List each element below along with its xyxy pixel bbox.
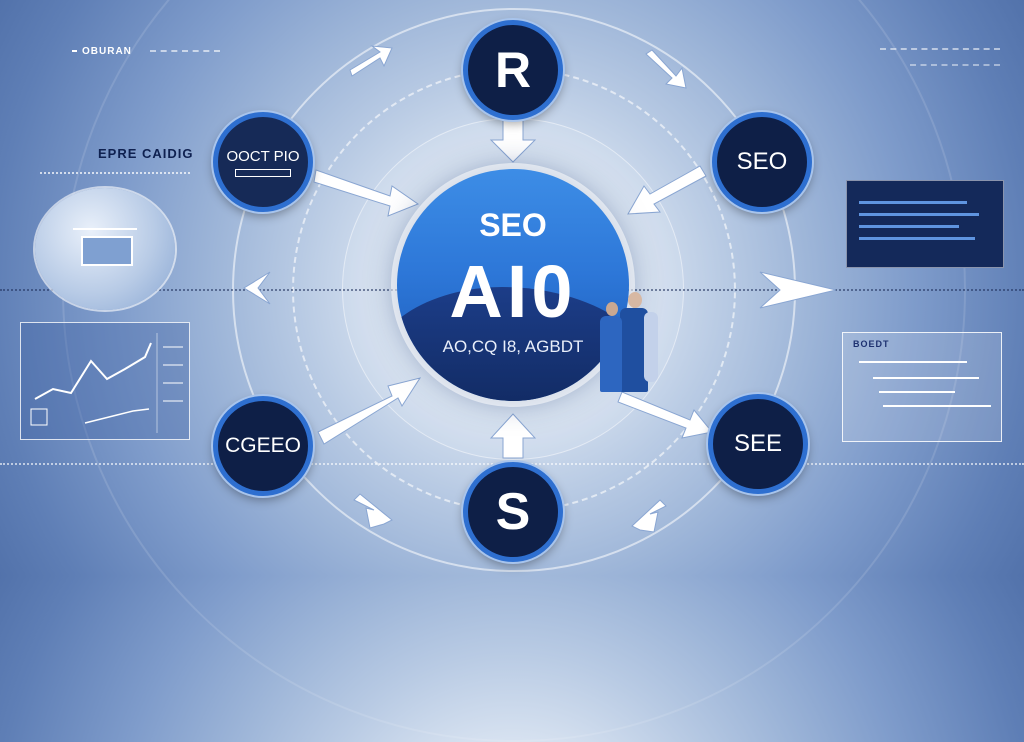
node-upper-left[interactable]: OOCT PIO bbox=[213, 112, 313, 212]
right-dark-panel bbox=[846, 180, 1004, 268]
node-lower-right[interactable]: SEE bbox=[708, 394, 808, 494]
arrow-left-mid bbox=[243, 271, 271, 305]
arrow-top-left-ring bbox=[349, 45, 393, 77]
right-light-panel-line4 bbox=[883, 405, 991, 407]
node-upper-left-underline bbox=[234, 168, 291, 177]
flow-arrows bbox=[243, 45, 837, 533]
right-light-panel-line2 bbox=[873, 377, 979, 379]
left-label-dots bbox=[40, 172, 190, 174]
top-right-dashes-2 bbox=[910, 64, 1000, 66]
center-disc[interactable]: SEO AI0 AO,CQ I8, AGBDT bbox=[397, 169, 629, 401]
node-upper-left-label: OOCT PIO bbox=[226, 147, 300, 165]
person-head-2 bbox=[606, 302, 618, 316]
right-dark-panel-bar4 bbox=[859, 237, 975, 240]
arrow-bottom-up bbox=[489, 413, 537, 459]
top-right-dashes-1 bbox=[880, 48, 1000, 50]
arrow-right-mid bbox=[759, 271, 837, 309]
person-head-1 bbox=[628, 292, 642, 308]
right-light-panel: BOEDT bbox=[842, 332, 1002, 442]
node-lower-left-label: CGEEO bbox=[225, 434, 301, 457]
arrow-top-down bbox=[489, 119, 537, 163]
right-dark-panel-bar1 bbox=[859, 201, 967, 204]
arrow-top-right-ring bbox=[645, 49, 687, 89]
top-left-label: OBURAN bbox=[82, 46, 132, 57]
center-sub-label: AO,CQ I8, AGBDT bbox=[442, 337, 584, 356]
center-top-label: SEO bbox=[479, 207, 547, 243]
arrow-lower-right bbox=[617, 391, 713, 439]
globe-crossbar bbox=[73, 228, 137, 230]
node-bottom-label: S bbox=[495, 483, 531, 541]
top-left-dashes bbox=[150, 50, 220, 52]
people-figures bbox=[600, 292, 660, 392]
left-chart-panel bbox=[20, 322, 190, 440]
top-left-tick bbox=[72, 50, 77, 52]
globe-icon bbox=[35, 188, 175, 310]
node-upper-right[interactable]: SEO bbox=[712, 112, 812, 212]
arrow-upper-right bbox=[627, 165, 707, 215]
person-body-3 bbox=[644, 312, 658, 382]
person-body-1 bbox=[620, 308, 648, 392]
right-light-panel-header: BOEDT bbox=[853, 339, 890, 349]
node-lower-left[interactable]: CGEEO bbox=[213, 396, 313, 496]
right-dark-panel-bar3 bbox=[859, 225, 959, 228]
node-bottom-s[interactable]: S bbox=[463, 462, 563, 562]
center-main-label: AI0 bbox=[449, 250, 577, 333]
right-dark-panel-bar2 bbox=[859, 213, 979, 216]
person-body-2 bbox=[600, 316, 622, 392]
right-light-panel-line1 bbox=[859, 361, 967, 363]
globe-window bbox=[81, 236, 133, 266]
node-top-r[interactable]: R bbox=[463, 20, 563, 120]
right-light-panel-line3 bbox=[879, 391, 955, 393]
arrow-bottom-right-ring bbox=[631, 499, 667, 533]
left-label: EPRE CAIDIG bbox=[98, 146, 194, 161]
node-upper-right-label: SEO bbox=[736, 148, 788, 175]
arrow-bottom-left-ring bbox=[353, 493, 393, 529]
node-lower-right-label: SEE bbox=[733, 430, 783, 457]
node-top-label: R bbox=[494, 42, 532, 98]
left-chart-lines bbox=[30, 333, 183, 433]
center-disc-wave bbox=[397, 287, 629, 401]
